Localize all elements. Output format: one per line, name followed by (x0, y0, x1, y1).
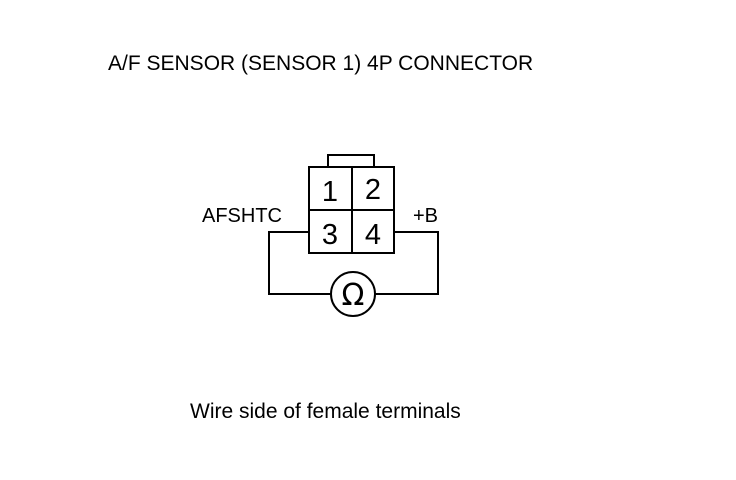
ohmmeter-icon (330, 271, 376, 317)
pin-1-label: 1 (322, 176, 338, 208)
ohm-symbol: Ω (342, 278, 365, 313)
left-probe-wire (268, 231, 331, 295)
connector-lock-tab (327, 154, 375, 167)
diagram-title: A/F SENSOR (SENSOR 1) 4P CONNECTOR (108, 52, 533, 75)
pin-3-label: 3 (322, 219, 338, 251)
pin-4-label: 4 (365, 219, 381, 251)
pin-2-label: 2 (365, 174, 381, 206)
diagram-caption: Wire side of female terminals (190, 400, 461, 423)
right-terminal-label: +B (413, 205, 438, 227)
right-probe-wire (375, 231, 439, 295)
left-terminal-label: AFSHTC (202, 205, 282, 227)
